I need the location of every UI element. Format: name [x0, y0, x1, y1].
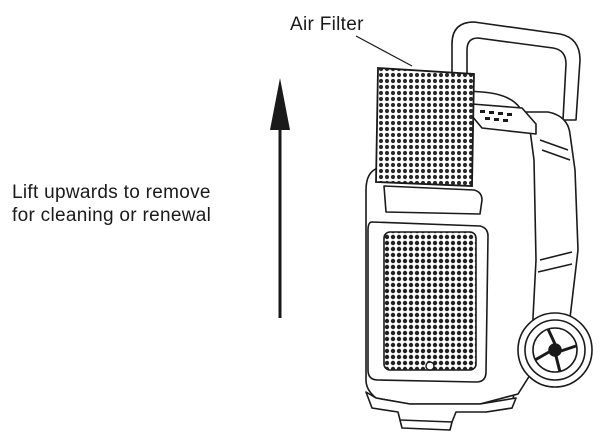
instruction-line-2: for cleaning or renewal	[12, 205, 212, 226]
instruction-text: Lift upwards to remove for cleaning or r…	[12, 181, 211, 227]
filter-leader-line	[355, 35, 413, 67]
front-recess	[383, 185, 483, 215]
instruction-line-1: Lift upwards to remove	[12, 182, 211, 203]
air-filter-label: Air Filter	[290, 14, 364, 35]
front-grille	[383, 231, 477, 371]
air-filter	[375, 67, 475, 187]
base	[365, 391, 517, 423]
lift-arrow	[270, 78, 290, 318]
